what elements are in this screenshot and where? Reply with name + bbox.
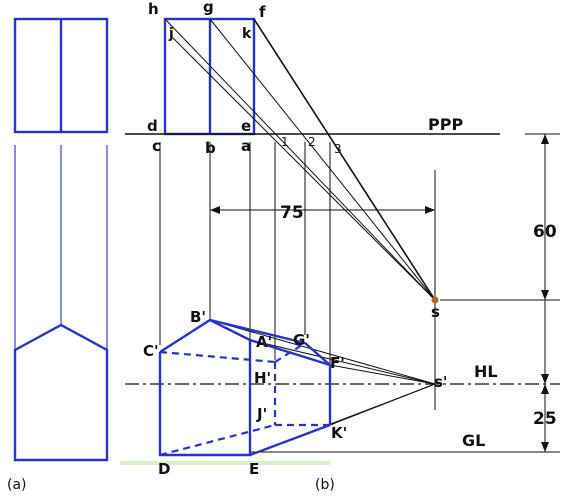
label-A-prime: A' — [256, 333, 272, 351]
dim-75-text: 75 — [280, 203, 304, 223]
view-a-object — [13, 17, 109, 462]
label-a: a — [241, 137, 251, 155]
convergence-lines — [209, 319, 436, 456]
label-h: h — [148, 0, 159, 18]
label-s-prime: s' — [434, 373, 448, 391]
conv-B — [209, 319, 436, 385]
ray-f — [253, 18, 436, 301]
label-3: 3 — [334, 142, 342, 156]
hidden-D-J — [159, 423, 276, 457]
conv-K — [329, 383, 436, 426]
label-j: j — [168, 26, 174, 42]
label-B-prime: B' — [190, 308, 206, 326]
panel-label-a: (a) — [7, 477, 27, 493]
dim-25-text: 25 — [533, 409, 557, 429]
station-point-marker — [431, 296, 439, 304]
label-F-prime: F' — [330, 354, 345, 372]
conv-A — [249, 339, 436, 385]
projector-lines — [159, 142, 331, 365]
label-e: e — [241, 117, 251, 135]
label-hl: HL — [474, 362, 498, 381]
dim-60-arrow-top — [541, 134, 549, 144]
label-K-prime: K' — [331, 424, 347, 442]
dim-25-arrow-top — [541, 384, 549, 394]
label-E: E — [249, 460, 259, 478]
dimension-75 — [210, 206, 435, 214]
dim-60-text: 60 — [533, 222, 557, 242]
dim-75-arrow-left — [210, 206, 220, 214]
conv-F — [329, 364, 436, 385]
label-G-prime: G' — [293, 331, 310, 349]
dimension-right — [440, 133, 560, 452]
perspective-object — [158, 318, 332, 457]
label-f: f — [259, 3, 266, 21]
dim-25-arrow-bottom — [541, 442, 549, 452]
dim-hl-arrow-bottom — [541, 374, 549, 384]
hidden-H-G — [274, 342, 306, 363]
ridge-B-G — [209, 318, 306, 345]
label-1: 1 — [281, 135, 289, 149]
label-k: k — [242, 26, 252, 42]
label-b: b — [205, 139, 216, 157]
view-a-pentagon — [13, 323, 109, 462]
ray-h — [164, 18, 436, 301]
label-gl: GL — [462, 431, 485, 450]
label-g: g — [203, 0, 214, 16]
front-face — [158, 318, 252, 457]
dim-75-arrow-right — [425, 206, 435, 214]
dim-60-arrow-bottom — [541, 290, 549, 300]
visual-rays — [164, 18, 436, 301]
ray-j — [172, 37, 436, 301]
label-J-prime: J' — [256, 405, 267, 423]
label-ppp: PPP — [428, 115, 463, 134]
label-s: s — [431, 303, 440, 321]
panel-label-b: (b) — [315, 477, 335, 493]
ray-g — [209, 18, 436, 301]
label-d: d — [147, 117, 158, 135]
label-C-prime: C' — [143, 342, 159, 360]
label-D: D — [158, 460, 170, 478]
edge-G-F — [304, 342, 331, 366]
label-c: c — [152, 137, 161, 155]
edge-E-K — [249, 423, 331, 457]
hidden-C-H — [159, 350, 276, 364]
label-H-prime: H' — [254, 369, 271, 387]
label-2: 2 — [308, 135, 316, 149]
